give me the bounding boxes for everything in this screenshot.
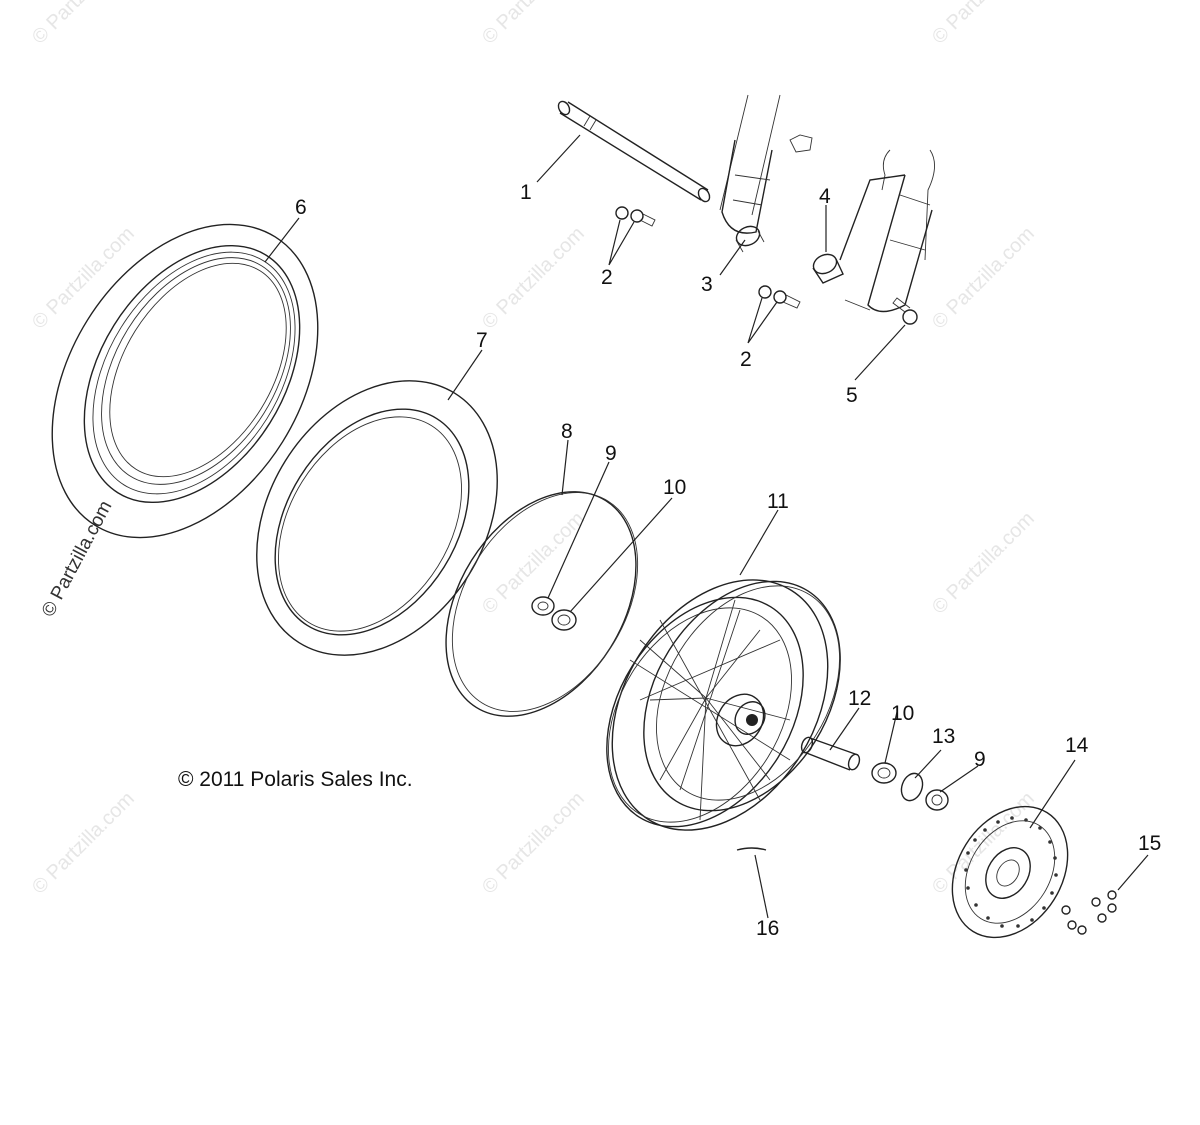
axle — [557, 100, 711, 203]
pinch-bolts-upper — [615, 206, 656, 227]
pinch-bolts-lower — [758, 285, 801, 309]
bearing-left — [551, 609, 577, 631]
callout-5: 5 — [846, 384, 858, 407]
bearing-right — [871, 762, 897, 784]
watermark: © Partzilla.com — [478, 0, 589, 49]
wheel-weight — [736, 847, 767, 851]
callout-6: 6 — [295, 196, 307, 219]
callout-2: 2 — [740, 348, 752, 371]
callout-11: 11 — [767, 490, 789, 513]
seal-left — [531, 596, 555, 616]
spacer-right — [812, 253, 844, 284]
copyright-notice: © 2011 Polaris Sales Inc. — [178, 768, 413, 791]
callout-9: 9 — [974, 748, 986, 771]
callout-3: 3 — [701, 273, 713, 296]
fork-legs — [719, 94, 935, 313]
callout-16: 16 — [756, 917, 779, 940]
watermark: © Partzilla.com — [928, 508, 1039, 619]
fork-bolt — [892, 297, 918, 325]
tube — [256, 380, 498, 656]
brake-rotor — [951, 805, 1069, 939]
rotor-bolts — [1061, 890, 1117, 935]
watermark: © Partzilla.com — [28, 0, 139, 49]
side-watermark: © Partzilla.com — [38, 497, 117, 620]
seal-right — [925, 789, 949, 811]
callout-13: 13 — [932, 725, 955, 748]
spoked-wheel — [606, 579, 841, 831]
callout-14: 14 — [1065, 734, 1089, 757]
watermark: © Partzilla.com — [928, 0, 1039, 49]
watermark: © Partzilla.com — [478, 788, 589, 899]
callout-1: 1 — [520, 181, 532, 204]
snap-ring — [900, 772, 924, 802]
tire — [51, 223, 319, 539]
callout-10: 10 — [663, 476, 686, 499]
callout-4: 4 — [819, 185, 831, 208]
callout-15: 15 — [1138, 832, 1161, 855]
callout-labels: 1 2 2 3 4 5 6 7 8 9 10 11 12 10 13 9 14 … — [295, 181, 1161, 940]
callout-7: 7 — [476, 329, 488, 352]
callout-9: 9 — [605, 442, 617, 465]
callout-8: 8 — [561, 420, 573, 443]
callout-10: 10 — [891, 702, 914, 725]
watermark: © Partzilla.com — [928, 788, 1039, 899]
callout-12: 12 — [848, 687, 871, 710]
spacer-left — [735, 225, 765, 253]
leader-lines — [264, 134, 1149, 919]
watermark: © Partzilla.com — [478, 223, 589, 334]
hub-spacer — [800, 736, 861, 771]
callout-2: 2 — [601, 266, 613, 289]
watermark: © Partzilla.com — [928, 223, 1039, 334]
rim-strip — [445, 491, 639, 717]
watermark: © Partzilla.com — [28, 788, 139, 899]
watermark: © Partzilla.com — [28, 223, 139, 334]
